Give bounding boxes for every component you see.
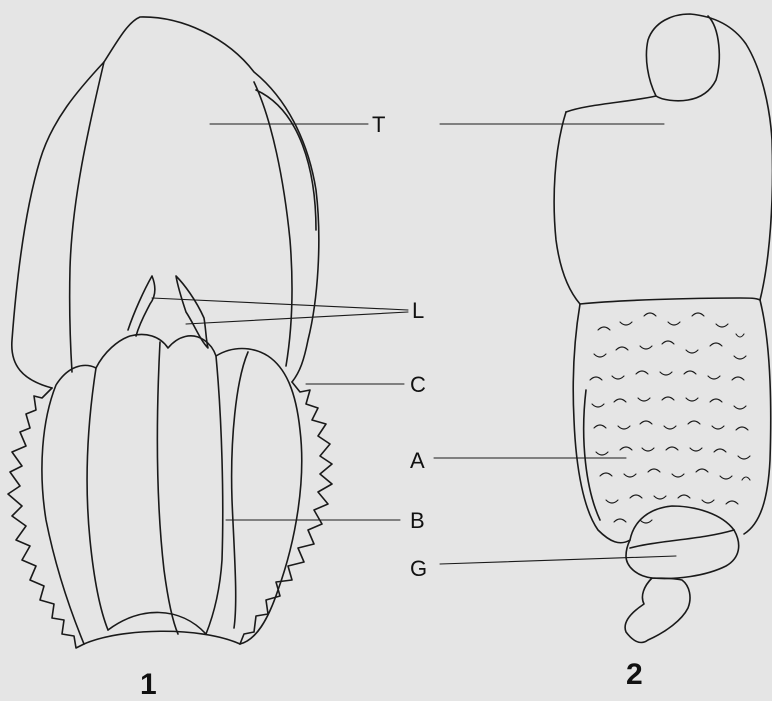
body-seg-2 xyxy=(157,342,178,634)
label-B: B xyxy=(410,508,425,533)
gland-inner xyxy=(630,530,734,548)
body-seg-3 xyxy=(206,356,223,634)
tepal-left-fold xyxy=(70,62,104,372)
leader-L-2 xyxy=(186,312,408,324)
label-C: C xyxy=(410,372,426,397)
hood-outline xyxy=(566,14,772,300)
label-G: G xyxy=(410,556,427,581)
column-left xyxy=(554,112,580,304)
anther-texture xyxy=(590,313,750,523)
gland-outline xyxy=(626,506,739,579)
hood-inner-curl xyxy=(656,16,719,101)
label-L: L xyxy=(412,298,424,323)
figure-2: A G 2 xyxy=(410,14,772,691)
label-T: T xyxy=(372,112,385,137)
leader-L-1 xyxy=(152,298,408,310)
lobe-left xyxy=(128,276,155,336)
body-seg-1 xyxy=(87,368,108,630)
figure-1: T L C B 1 xyxy=(8,17,426,701)
tepal-right-fold xyxy=(254,82,292,366)
leader-G xyxy=(440,556,676,564)
stalk-outline xyxy=(625,578,690,642)
body-base xyxy=(84,631,240,644)
fringe-right xyxy=(240,382,332,644)
body-seg-4 xyxy=(232,352,248,628)
figure-number-1: 1 xyxy=(140,668,157,701)
label-A: A xyxy=(410,448,425,473)
column-base xyxy=(580,298,760,304)
body-outline xyxy=(42,335,302,645)
figure-number-2: 2 xyxy=(626,658,643,691)
anther-inner-left xyxy=(584,390,600,520)
tepal-outline xyxy=(12,17,319,388)
